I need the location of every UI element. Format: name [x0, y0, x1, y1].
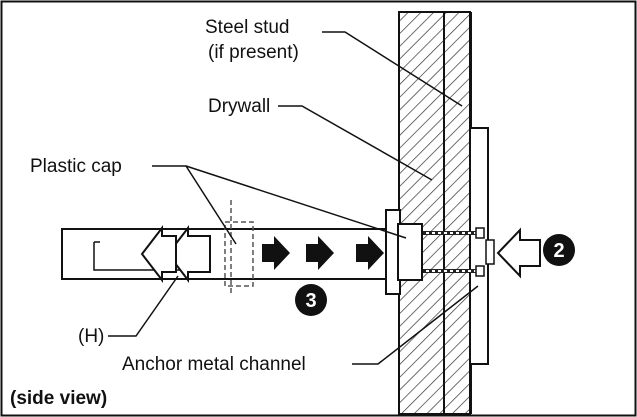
plastic-cap-dashed	[224, 221, 254, 287]
hollow-arrow-left-1	[166, 225, 211, 283]
screw-bottom	[420, 265, 485, 277]
svg-text:3: 3	[305, 290, 316, 312]
leader-drywall	[278, 105, 433, 181]
leader-plastic-cap-2	[185, 165, 407, 239]
step-3-marker: 3	[295, 284, 327, 316]
plastic-cap-label: Plastic cap	[30, 156, 122, 177]
solid-arrow-right-2	[306, 236, 334, 270]
solid-arrow-right-1	[262, 236, 290, 270]
plastic-cap-installed	[397, 223, 423, 281]
steel-stud-label: Steel stud	[205, 17, 290, 38]
drywall-panel	[398, 11, 445, 415]
step-2-marker: 2	[543, 234, 575, 266]
svg-text:2: 2	[553, 240, 564, 262]
drywall-label: Drywall	[208, 96, 270, 117]
leader-steel-stud	[322, 31, 463, 107]
steel-stud	[443, 11, 471, 415]
channel-clip	[485, 239, 495, 265]
leader-anchor-channel	[352, 285, 479, 365]
hollow-arrow-push	[496, 227, 541, 279]
hollow-arrow-left-2	[140, 225, 177, 283]
screw-top	[420, 227, 485, 239]
steel-stud-note: (if present)	[208, 42, 299, 63]
view-label: (side view)	[10, 388, 107, 409]
leader-h	[108, 275, 179, 337]
rail-tube	[61, 228, 393, 280]
solid-arrow-right-3	[356, 236, 384, 270]
h-label: (H)	[78, 326, 104, 347]
anchor-channel-label: Anchor metal channel	[122, 354, 306, 375]
